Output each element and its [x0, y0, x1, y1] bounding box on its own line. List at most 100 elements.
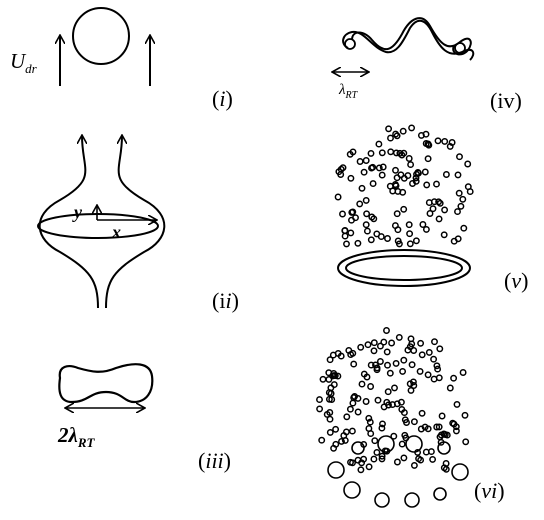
- fragment-droplet: [434, 137, 442, 145]
- fragment-droplet: [442, 460, 450, 467]
- fragment-droplet: [334, 193, 342, 201]
- fragment-droplet: [354, 456, 362, 464]
- fragment-droplet: [386, 369, 394, 377]
- fragment-droplet: [407, 386, 415, 394]
- fragment-droplet: [400, 174, 408, 182]
- ring-drop: [404, 492, 420, 508]
- fragment-droplet: [346, 405, 354, 413]
- fragment-droplet: [453, 400, 461, 408]
- fragment-droplet: [367, 236, 375, 244]
- fragment-droplet: [399, 367, 407, 375]
- fragment-droplet: [391, 384, 398, 392]
- wavelength-label: λRT: [338, 82, 359, 101]
- panel-label-vi: (vi): [474, 478, 505, 503]
- drop-circle: [72, 7, 130, 65]
- fragment-droplet: [425, 348, 433, 356]
- fragment-droplet: [408, 124, 416, 132]
- fragment-droplet: [407, 335, 415, 343]
- fragment-droplet: [373, 448, 381, 456]
- fragment-droplet: [464, 183, 472, 191]
- fragment-droplet: [371, 437, 379, 445]
- fragment-droplet: [362, 221, 370, 229]
- panel-v: (v): [334, 124, 528, 293]
- fragment-droplet: [375, 164, 383, 172]
- fragment-droplet: [435, 423, 443, 431]
- fragment-droplet: [385, 125, 393, 133]
- fragment-droplet: [368, 213, 376, 221]
- fragment-droplet: [347, 174, 355, 182]
- panel-label-i: (i): [212, 86, 233, 111]
- panel-iii: 2λRT (iii): [57, 363, 231, 473]
- fragment-droplet: [401, 431, 409, 439]
- fragment-droplet: [436, 199, 444, 207]
- fragment-droplet: [367, 361, 375, 369]
- fragment-droplet: [422, 448, 430, 456]
- fragment-droplet: [417, 456, 425, 464]
- velocity-label: Udr: [10, 49, 38, 76]
- panel-vi: (vi): [316, 327, 505, 508]
- fragment-droplet: [392, 130, 400, 138]
- fragment-droplet: [424, 425, 432, 433]
- fragment-droplet: [398, 151, 406, 159]
- fragment-droplet: [436, 345, 444, 353]
- fragment-droplet: [325, 389, 333, 397]
- fragment-droplet: [441, 431, 449, 439]
- fragment-cloud-vi: [316, 327, 470, 474]
- fragment-droplet: [365, 463, 373, 471]
- fragment-droplet: [367, 149, 375, 157]
- fragment-droplet: [365, 425, 373, 432]
- fragment-droplet: [376, 342, 384, 350]
- fragment-droplet: [426, 210, 434, 217]
- fragment-droplet: [332, 440, 340, 448]
- fragment-droplet: [343, 240, 350, 248]
- fragment-droplet: [410, 418, 418, 426]
- fragment-droplet: [430, 198, 438, 206]
- fragment-droplet: [348, 427, 356, 435]
- fragment-droplet: [369, 163, 377, 171]
- fragment-droplet: [393, 458, 401, 466]
- fragment-droplet: [395, 333, 403, 341]
- fragment-droplet: [378, 455, 386, 463]
- fragment-droplet: [425, 141, 433, 149]
- fragment-droplet: [326, 356, 334, 364]
- fragment-droplet: [378, 452, 386, 460]
- fragment-droplet: [454, 208, 461, 216]
- fragment-droplet: [441, 206, 449, 214]
- fragment-droplet: [395, 240, 403, 248]
- fragment-droplet: [338, 437, 345, 445]
- fragment-droplet: [406, 230, 414, 238]
- fragment-droplet: [367, 383, 375, 390]
- fragment-droplet: [354, 394, 362, 402]
- fragment-droplet: [394, 187, 402, 195]
- panel-i: Udr (i): [10, 7, 233, 111]
- fragment-droplet: [354, 408, 362, 416]
- fragment-droplet: [363, 227, 371, 235]
- fragment-droplet: [399, 127, 407, 135]
- fragment-droplet: [362, 157, 370, 164]
- fragment-droplet: [384, 235, 391, 242]
- ring-breakup-drops: [327, 435, 469, 508]
- fragment-droplet: [418, 409, 426, 417]
- fragment-droplet: [378, 149, 386, 157]
- fragment-droplet: [386, 182, 394, 190]
- fragment-droplet: [358, 184, 366, 192]
- fragment-droplet: [419, 221, 427, 228]
- fragment-droplet: [339, 210, 346, 218]
- fragment-droplet: [349, 148, 357, 156]
- fragment-droplet: [348, 216, 355, 224]
- fragment-droplet: [407, 161, 415, 169]
- panel-label-ii: (ii): [212, 288, 239, 313]
- fragment-droplet: [433, 180, 440, 188]
- fragment-droplet: [384, 388, 392, 396]
- fragment-droplet: [459, 369, 467, 376]
- fragment-droplet: [326, 415, 334, 423]
- fragment-droplet: [362, 398, 370, 405]
- fragment-droplet: [325, 395, 333, 403]
- fragment-droplet: [379, 420, 386, 428]
- fragment-droplet: [385, 401, 392, 409]
- curled-sheet-outer: [351, 17, 472, 56]
- fragment-droplet: [455, 189, 463, 197]
- fragment-droplet: [349, 399, 357, 407]
- fragment-droplet: [335, 168, 343, 176]
